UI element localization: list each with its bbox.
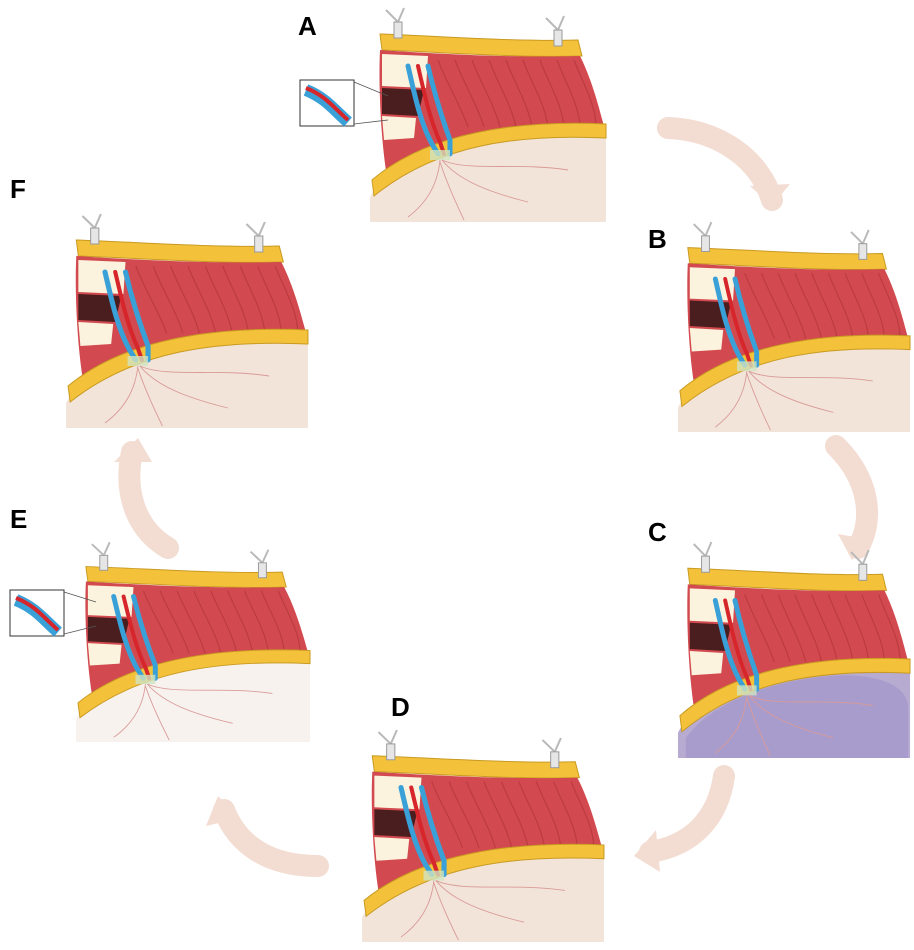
retractor-hook [251,550,269,563]
pedicle-entry [737,361,757,371]
retractor-clamp [702,236,710,252]
retractor-clamp [394,22,402,38]
pedicle-entry [424,871,445,881]
rib-cartilage [88,643,122,665]
panel-label-e: E [10,506,27,532]
panel-label-c: C [648,519,667,545]
rib-cartilage [382,116,416,140]
arrow-c-to-d [634,776,724,872]
panel-c [678,542,910,758]
retractor-hook [92,542,110,555]
retractor-hook [82,214,100,228]
retractor-hook [542,738,560,752]
inset-vessel-cross-section [300,80,388,126]
panel-label-b: B [648,226,667,252]
rib-cartilage [78,322,113,346]
retractor-clamp [859,564,867,580]
retractor-clamp [387,744,395,760]
retractor-clamp [100,555,108,570]
panel-a [370,8,606,222]
arrow-a-to-b [668,128,790,206]
arrow-b-to-c [836,446,872,560]
retractor-clamp [551,752,559,768]
retractor-hook [546,16,564,30]
panel-e [76,542,310,742]
retractor-hook [386,8,404,22]
pedicle-entry [430,150,450,160]
pedicle-entry [135,675,155,684]
panel-b [678,222,910,432]
rib-cartilage [690,651,723,675]
rib-cartilage [374,837,409,861]
arrow-d-to-e [206,796,318,866]
panels [10,8,910,942]
panel-f [66,214,308,428]
panel-label-f: F [10,176,26,202]
retractor-hook [246,222,264,236]
retractor-hook [694,542,712,556]
rib-cartilage [690,328,723,352]
retractor-clamp [255,236,263,252]
retractor-clamp [91,228,99,244]
retractor-clamp [258,563,266,578]
pedicle-entry [737,685,757,695]
retractor-hook [694,222,712,236]
inset-vessel-anastomosis [10,590,96,636]
retractor-clamp [554,30,562,46]
pedicle-entry [128,356,149,366]
panel-d [362,730,604,942]
arrow-e-to-f [114,438,168,548]
retractor-hook [378,730,396,744]
panel-label-d: D [391,694,410,720]
panel-label-a: A [298,13,317,39]
retractor-hook [851,230,869,244]
retractor-clamp [702,556,710,572]
retractor-clamp [859,244,867,260]
